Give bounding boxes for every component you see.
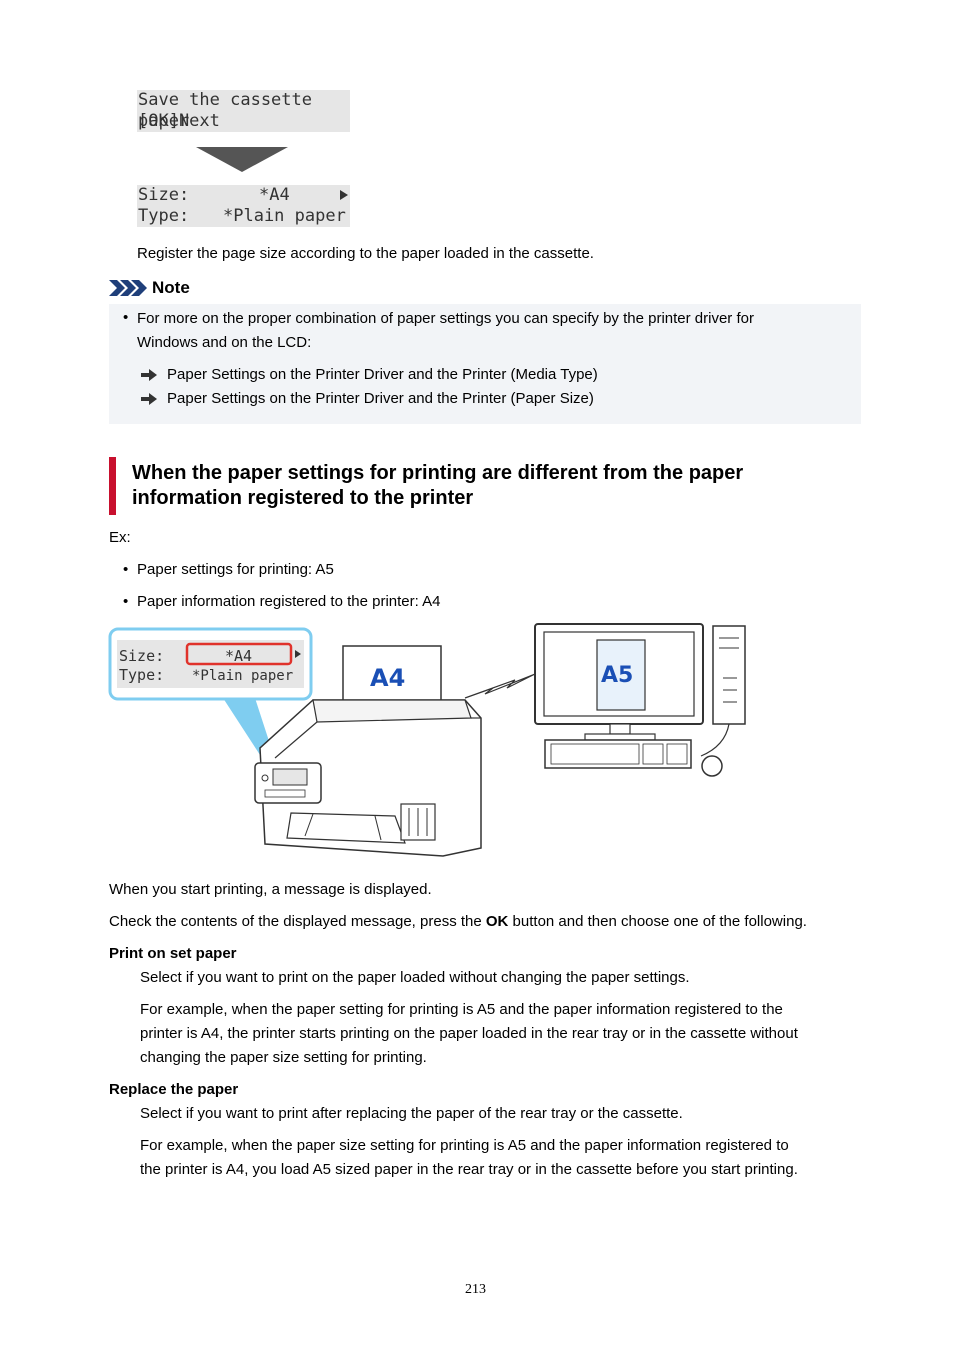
replace-title: Replace the paper [109,1081,239,1098]
ok-button-label: OK [485,913,509,930]
page-number: 213 [465,1282,486,1297]
heading-accent-bar [109,457,116,515]
printer-computer-illustration: Size: *A4 Type: *Plain paper A4 A5 [108,623,746,857]
lcd-size-label: Size: [138,185,190,205]
note-link-label: Paper Settings on the Printer Driver and… [167,366,598,383]
replace-ex-line-1: For example, when the paper size setting… [140,1137,789,1154]
arrow-right-icon [141,369,157,382]
print-on-set-ex-line-2: printer is A4, the printer starts printi… [140,1025,798,1042]
computer-tower [712,625,746,725]
print-on-set-ex-line-1: For example, when the paper setting for … [140,1001,783,1018]
callout-size-label: Size: [119,647,164,665]
note-link-media-type[interactable]: Paper Settings on the Printer Driver and… [141,363,598,387]
bullet-dot: • [123,561,129,578]
right-triangle-icon [340,190,348,200]
body-paragraph-1: When you start printing, a message is di… [109,881,432,898]
body-paragraph-2-start: Check the contents of the displayed mess… [109,913,486,930]
note-bullet-line-2: Windows and on the LCD: [137,334,312,351]
lcd-line-1: Save the cassette paper [138,90,312,131]
lcd-message-panel: Save the cassette paper [OK]Next [137,90,350,132]
intro-text: Register the page size according to the … [137,245,594,262]
ex-label: Ex: [109,529,131,546]
bullet-dot: • [123,593,129,610]
section-heading-line-2: information registered to the printer [132,487,474,509]
ex-bullet-printing: Paper settings for printing: A5 [137,561,334,578]
screen-label: A5 [601,663,633,688]
lcd-size-value: *A4 [259,185,290,205]
screen-document [596,639,646,711]
replace-desc: Select if you want to print after replac… [140,1105,683,1122]
arrow-right-icon [141,393,157,406]
right-triangle-icon [295,650,301,658]
note-bullet-line-1: For more on the proper combination of pa… [137,310,754,327]
note-title: Note [152,278,190,297]
callout-type-label: Type: [119,666,164,684]
wireless-signal-icon [464,673,536,699]
lcd-line-2: [OK]Next [138,111,220,131]
down-arrow-icon [196,147,288,172]
bullet-dot: • [123,309,129,326]
lcd-size-type-panel: Size: *A4 Type: *Plain paper [137,185,350,227]
section-heading-line-1: When the paper settings for printing are… [132,462,744,484]
note-chevrons-icon [109,280,147,296]
print-on-set-desc: Select if you want to print on the paper… [140,969,690,986]
print-on-set-title: Print on set paper [109,945,237,962]
lcd-type-label: Type: [138,206,190,226]
body-paragraph-2-end: button and then choose one of the follow… [508,913,807,930]
callout-highlight [185,642,293,666]
ex-bullet-registered: Paper information registered to the prin… [137,593,441,610]
callout-type-value: *Plain paper [192,668,293,684]
print-on-set-ex-line-3: changing the paper size setting for prin… [140,1049,427,1066]
note-link-paper-size[interactable]: Paper Settings on the Printer Driver and… [141,387,594,411]
note-link-label: Paper Settings on the Printer Driver and… [167,390,594,407]
body-paragraph-2: Check the contents of the displayed mess… [109,910,807,934]
paper-label: A4 [370,664,405,692]
callout-size-value: *A4 [225,647,252,665]
mouse [701,755,723,777]
lcd-type-value: *Plain paper [223,206,346,226]
replace-ex-line-2: the printer is A4, you load A5 sized pap… [140,1161,798,1178]
note-box: • For more on the proper combination of … [109,304,861,424]
